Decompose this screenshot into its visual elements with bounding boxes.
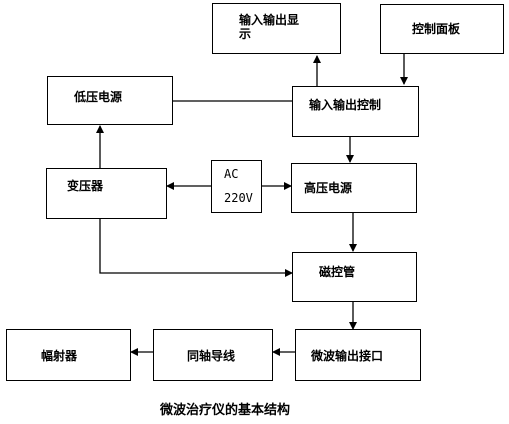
node-low-voltage-label: 低压电源 <box>74 90 123 104</box>
node-transformer: 变压器 <box>46 168 167 219</box>
node-ac-label: AC <box>224 167 239 181</box>
node-mw-interface: 微波输出接口 <box>295 329 421 381</box>
node-radiator-label: 幅射器 <box>41 349 78 363</box>
node-radiator: 幅射器 <box>6 329 131 381</box>
node-ac-source: AC 220V <box>211 160 262 213</box>
node-io-control: 输入输出控制 <box>292 86 419 137</box>
edge-transformer-to-magnetron <box>99 219 293 277</box>
node-control-panel-label: 控制面板 <box>412 22 461 36</box>
node-magnetron: 磁控管 <box>292 252 417 302</box>
node-high-voltage: 高压电源 <box>291 163 417 213</box>
node-control-panel: 控制面板 <box>380 4 504 54</box>
diagram-caption: 微波治疗仪的基本结构 <box>160 403 291 418</box>
node-coax-label: 同轴导线 <box>187 349 236 363</box>
node-low-voltage: 低压电源 <box>47 76 173 125</box>
node-io-display: 输入输出显示 <box>212 3 341 54</box>
node-transformer-label: 变压器 <box>67 179 104 193</box>
node-coax: 同轴导线 <box>153 329 273 381</box>
node-ac-voltage-label: 220V <box>224 191 253 205</box>
node-io-control-label: 输入输出控制 <box>309 98 382 112</box>
node-mw-interface-label: 微波输出接口 <box>311 349 384 363</box>
node-io-display-label: 输入输出显示 <box>239 13 300 41</box>
node-high-voltage-label: 高压电源 <box>304 181 353 195</box>
node-magnetron-label: 磁控管 <box>319 265 356 279</box>
